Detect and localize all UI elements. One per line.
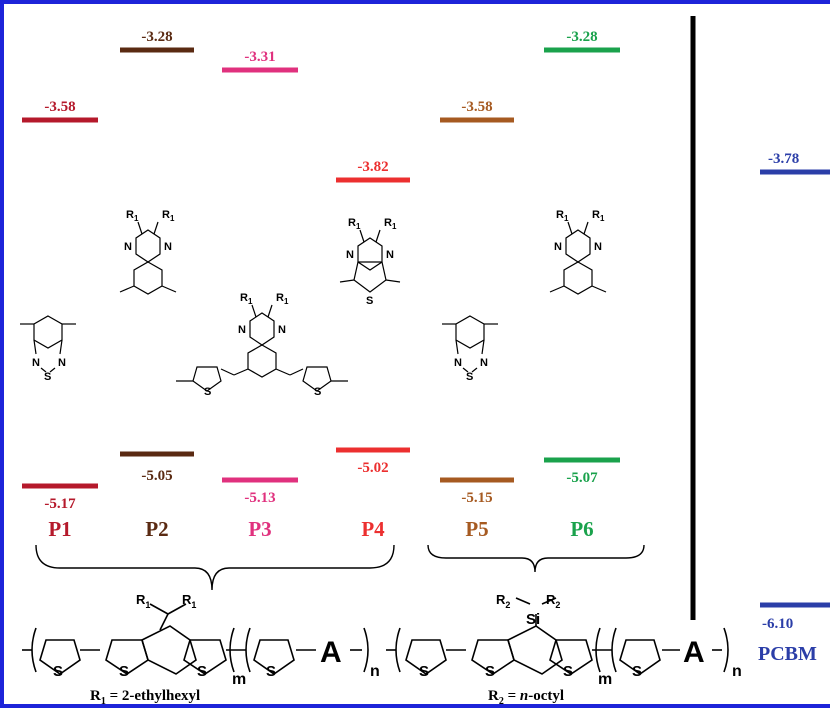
polymer-name-p3: P3 [248, 517, 271, 541]
unit-a: A [320, 636, 342, 669]
acceptor-structure-p1: N N S [19, 315, 77, 383]
homo-label-p1: -5.17 [44, 496, 76, 512]
polymer-name-p6: P6 [570, 517, 593, 541]
atom-s: S [266, 663, 276, 680]
r2-substituent-left: R2 [496, 592, 510, 610]
homo-label-p3: -5.13 [244, 490, 275, 506]
atom-n-left: N [346, 249, 354, 261]
backbone-structure-left [22, 603, 369, 675]
lumo-label-p1: -3.58 [44, 99, 75, 115]
atom-s: S [632, 663, 642, 680]
lumo-label-pcbm: -3.78 [768, 151, 799, 167]
r1-substituent-right: R1 [182, 592, 196, 610]
r1-right: R1 [276, 292, 289, 306]
r2-substituent-right: R2 [546, 592, 560, 610]
homo-label-p6: -5.07 [566, 470, 598, 486]
atom-s: S [119, 663, 129, 680]
atom-s-left: S [204, 386, 211, 398]
acceptor-structure-p2: R1 R1 N N [119, 209, 177, 295]
acceptor-structure-p5: N N S [441, 315, 499, 383]
subscript-n: n [370, 663, 380, 680]
polymer-name-p4: P4 [361, 517, 385, 541]
atom-s: S [419, 663, 429, 680]
atom-n-left: N [32, 357, 40, 369]
lumo-label-p4: -3.82 [357, 159, 388, 175]
lumo-label-p3: -3.31 [244, 49, 275, 65]
polymer-name-p5: P5 [465, 517, 488, 541]
homo-label-p4: -5.02 [357, 460, 388, 476]
backbone-structure-right [386, 597, 729, 675]
subscript-m: m [598, 671, 612, 688]
atom-s-right: S [314, 386, 321, 398]
r1-left: R1 [348, 217, 361, 231]
r1-right: R1 [162, 209, 175, 223]
r1-substituent-left: R1 [136, 592, 150, 610]
atom-s: S [44, 371, 51, 383]
acceptor-structure-p4: R1 R1 N N S [339, 217, 401, 307]
r1-left: R1 [240, 292, 253, 306]
atom-n-right: N [594, 241, 602, 253]
unit-a: A [683, 636, 705, 669]
atom-n-left: N [554, 241, 562, 253]
atom-n-right: N [386, 249, 394, 261]
atom-n-right: N [480, 357, 488, 369]
r1-right: R1 [592, 209, 605, 223]
subscript-m: m [232, 671, 246, 688]
r1-definition: R1 = 2-ethylhexyl [90, 688, 200, 707]
atom-n-right: N [164, 241, 172, 253]
atom-si: Si [526, 611, 540, 628]
homo-label-p5: -5.15 [461, 490, 492, 506]
r1-left: R1 [126, 209, 139, 223]
atom-n-left: N [238, 324, 246, 336]
subscript-n: n [732, 663, 742, 680]
atom-n-right: N [58, 357, 66, 369]
r1-left: R1 [556, 209, 569, 223]
homo-label-p2: -5.05 [141, 468, 172, 484]
atom-s: S [53, 663, 63, 680]
backbone-labels-left: S S S S m A n R1 R1 R1 = 2-ethylhexyl [53, 592, 380, 707]
acceptor-name-pcbm: PCBM [758, 643, 817, 665]
lumo-label-p2: -3.28 [141, 29, 172, 45]
brace-p5-p6 [427, 544, 645, 573]
lumo-label-p5: -3.58 [461, 99, 492, 115]
atom-s: S [485, 663, 495, 680]
lumo-label-p6: -3.28 [566, 29, 597, 45]
atom-n-right: N [278, 324, 286, 336]
atom-s: S [563, 663, 573, 680]
brace-p1-p4 [35, 544, 395, 591]
acceptor-structure-p3: R1 R1 N N S S [176, 292, 348, 398]
polymer-name-p1: P1 [48, 517, 71, 541]
backbone-labels-right: S S S S Si m A n R2 R2 R2 = n-octyl [419, 592, 742, 707]
atom-n-left: N [454, 357, 462, 369]
atom-s: S [466, 371, 473, 383]
r1-right: R1 [384, 217, 397, 231]
atom-s: S [366, 295, 373, 307]
atom-s: S [197, 663, 207, 680]
r2-definition: R2 = n-octyl [488, 688, 564, 707]
polymer-name-p2: P2 [145, 517, 168, 541]
atom-n-left: N [124, 241, 132, 253]
acceptor-structure-p6: R1 R1 N N [549, 209, 607, 295]
homo-label-pcbm: -6.10 [762, 616, 793, 632]
